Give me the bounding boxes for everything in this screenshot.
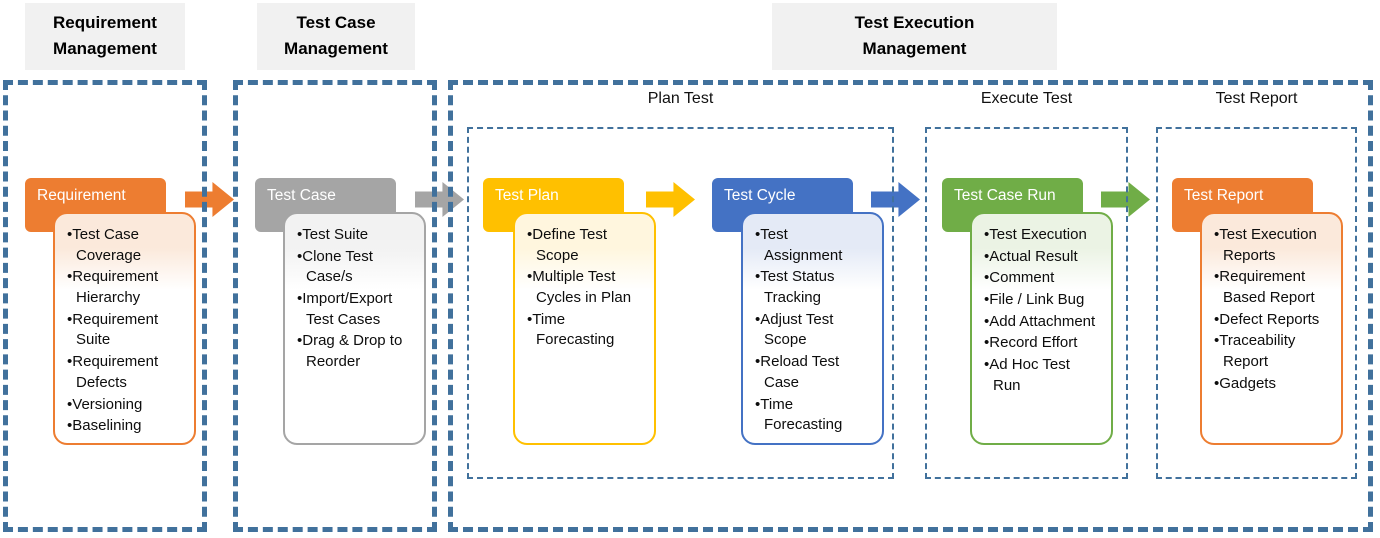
- list-item: Record Effort: [984, 333, 1096, 354]
- section-title-test-execution-management: Test Execution Management: [772, 3, 1057, 70]
- phase-label-execute-test: Execute Test: [980, 90, 1073, 107]
- card-test-report: Test Execution Reports Requirement Based…: [1200, 212, 1343, 445]
- card-test-cycle-list: Test Assignment Test Status Tracking Adj…: [743, 214, 882, 436]
- list-item: Versioning: [67, 395, 179, 416]
- section-title-test-case-management: Test Case Management: [257, 3, 415, 70]
- list-item: Requirement Suite: [67, 310, 179, 351]
- arrow-test-cycle-to-test-case-run-icon: [871, 182, 920, 217]
- list-item: Drag & Drop to Reorder: [297, 331, 409, 372]
- list-item: Time Forecasting: [755, 395, 867, 436]
- card-test-plan: Define Test Scope Multiple Test Cycles i…: [513, 212, 656, 445]
- phase-label-plan-test: Plan Test: [647, 90, 714, 107]
- list-item: File / Link Bug: [984, 290, 1096, 311]
- list-item: Define Test Scope: [527, 225, 639, 266]
- list-item: Requirement Hierarchy: [67, 267, 179, 308]
- list-item: Defect Reports: [1214, 310, 1326, 331]
- list-item: Actual Result: [984, 247, 1096, 268]
- list-item: Requirement Based Report: [1214, 267, 1326, 308]
- arrow-test-case-to-test-plan-icon: [415, 182, 464, 217]
- list-item: Reload Test Case: [755, 352, 867, 393]
- card-requirement: Test Case Coverage Requirement Hierarchy…: [53, 212, 196, 445]
- arrow-test-case-run-to-test-report-icon: [1101, 182, 1150, 217]
- list-item: Requirement Defects: [67, 352, 179, 393]
- section-title-requirement-management: Requirement Management: [25, 3, 185, 70]
- list-item: Traceability Report: [1214, 331, 1326, 372]
- list-item: Time Forecasting: [527, 310, 639, 351]
- list-item: Test Status Tracking: [755, 267, 867, 308]
- phase-label-test-report: Test Report: [1215, 90, 1298, 107]
- list-item: Ad Hoc Test Run: [984, 355, 1096, 396]
- list-item: Adjust Test Scope: [755, 310, 867, 351]
- card-test-cycle: Test Assignment Test Status Tracking Adj…: [741, 212, 884, 445]
- list-item: Comment: [984, 268, 1096, 289]
- card-test-case-list: Test Suite Clone Test Case/s Import/Expo…: [285, 214, 424, 373]
- list-item: Baselining: [67, 416, 179, 437]
- card-test-plan-list: Define Test Scope Multiple Test Cycles i…: [515, 214, 654, 351]
- card-requirement-list: Test Case Coverage Requirement Hierarchy…: [55, 214, 194, 437]
- card-test-case-run-list: Test Execution Actual Result Comment Fil…: [972, 214, 1111, 397]
- card-test-case: Test Suite Clone Test Case/s Import/Expo…: [283, 212, 426, 445]
- list-item: Gadgets: [1214, 374, 1326, 395]
- list-item: Test Execution Reports: [1214, 225, 1326, 266]
- card-test-case-run: Test Execution Actual Result Comment Fil…: [970, 212, 1113, 445]
- card-test-report-list: Test Execution Reports Requirement Based…: [1202, 214, 1341, 395]
- list-item: Import/Export Test Cases: [297, 289, 409, 330]
- list-item: Multiple Test Cycles in Plan: [527, 267, 639, 308]
- list-item: Test Suite: [297, 225, 409, 246]
- list-item: Test Execution: [984, 225, 1096, 246]
- list-item: Clone Test Case/s: [297, 247, 409, 288]
- list-item: Test Assignment: [755, 225, 867, 266]
- arrow-test-plan-to-test-cycle-icon: [646, 182, 695, 217]
- arrow-requirement-to-test-case-icon: [185, 182, 234, 217]
- list-item: Add Attachment: [984, 312, 1096, 333]
- list-item: Test Case Coverage: [67, 225, 179, 266]
